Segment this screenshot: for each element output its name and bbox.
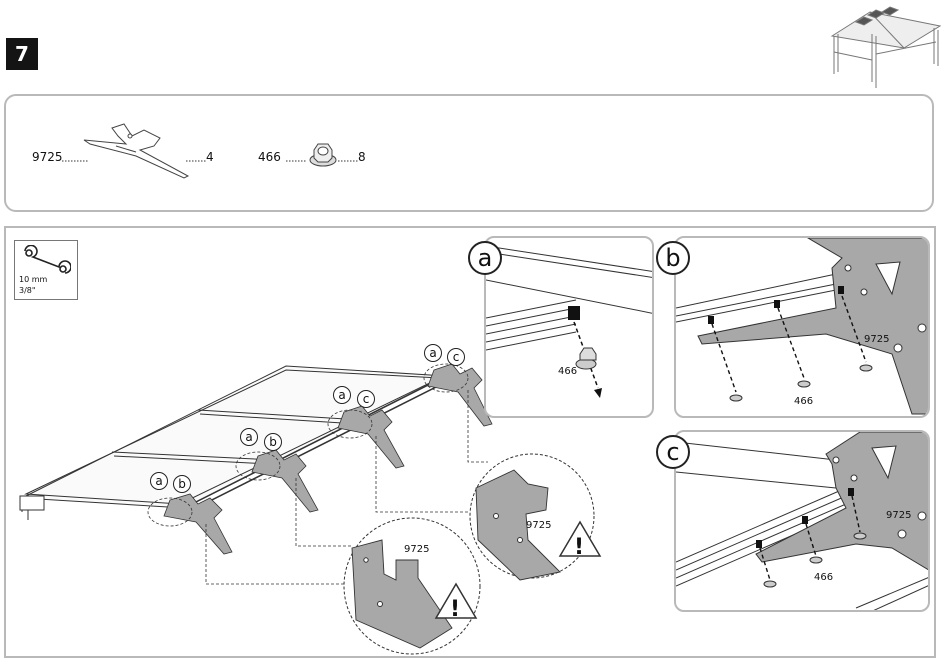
zoom-part-code-2: 9725 bbox=[526, 520, 551, 531]
leader-dots bbox=[186, 160, 206, 162]
position-tag-a: a bbox=[333, 386, 351, 404]
wrench-icon bbox=[24, 245, 71, 274]
wrench-tool-box: 10 mm 3/8" bbox=[14, 240, 78, 300]
parts-list-panel: 9725 4 466 8 bbox=[4, 94, 934, 212]
tool-size-metric: 10 mm bbox=[19, 275, 48, 284]
part-qty-466: 8 bbox=[358, 150, 366, 164]
bracket-part-icon bbox=[83, 123, 190, 179]
leader-dots bbox=[286, 160, 306, 162]
position-tag-a: a bbox=[424, 344, 442, 362]
step-number-badge: 7 bbox=[6, 38, 38, 70]
warning-icon bbox=[434, 520, 602, 619]
detail-callout-a: a bbox=[468, 241, 502, 275]
zoom-part-code-1: 9725 bbox=[404, 544, 429, 555]
panel-b-bracket-code: 9725 bbox=[864, 334, 889, 345]
panel-c-nut-code: 466 bbox=[814, 572, 833, 583]
position-tag-c: c bbox=[357, 390, 375, 408]
position-tag-c: c bbox=[447, 348, 465, 366]
part-code-9725: 9725 bbox=[32, 150, 63, 164]
detail-panel-c: 466 9725 bbox=[674, 430, 930, 612]
leader-dots bbox=[338, 160, 358, 162]
part-qty-9725: 4 bbox=[206, 150, 214, 164]
pergola-thumbnail-icon bbox=[830, 6, 942, 88]
detail-panel-a: 466 bbox=[484, 236, 654, 418]
panel-c-bracket-code: 9725 bbox=[886, 510, 911, 521]
position-tag-a: a bbox=[240, 428, 258, 446]
zoom-warning-mark-1: ! bbox=[450, 597, 460, 622]
detail-callout-b: b bbox=[656, 241, 690, 275]
position-tag-a: a bbox=[150, 472, 168, 490]
position-tag-b: b bbox=[173, 475, 191, 493]
leader-dots bbox=[62, 160, 88, 162]
assembly-panel bbox=[4, 226, 936, 658]
panel-a-nut-code: 466 bbox=[558, 366, 577, 377]
tool-size-imperial: 3/8" bbox=[19, 286, 36, 295]
detail-callout-c: c bbox=[656, 435, 690, 469]
part-code-466: 466 bbox=[258, 150, 281, 164]
flange-nut-icon bbox=[309, 143, 337, 167]
panel-b-nut-code: 466 bbox=[794, 396, 813, 407]
position-tag-b: b bbox=[264, 433, 282, 451]
detail-panel-b: 466 9725 bbox=[674, 236, 930, 418]
zoom-warning-mark-2: ! bbox=[574, 535, 584, 560]
